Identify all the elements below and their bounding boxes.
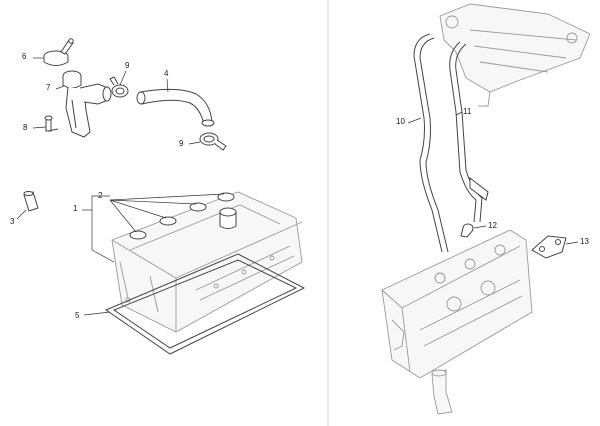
part-9-hose-clip-lower — [199, 132, 227, 151]
callout-13: 13 — [580, 237, 589, 246]
callout-10: 10 — [396, 117, 405, 126]
lower-pipe — [431, 369, 453, 415]
part-7-breather-housing — [62, 70, 112, 138]
part-4-breather-hose — [136, 88, 215, 127]
leader-lines — [16, 57, 579, 316]
intake-manifold — [439, 3, 591, 107]
part-1-cylinder-head-cover — [111, 191, 303, 333]
callout-12: 12 — [488, 221, 497, 230]
part-11-pipe — [449, 41, 489, 223]
callout-9-upper: 9 — [125, 61, 130, 70]
callout-5: 5 — [75, 311, 80, 320]
callout-4: 4 — [164, 69, 169, 78]
callout-8: 8 — [23, 123, 28, 132]
part-8-bolt — [44, 115, 59, 132]
callout-3: 3 — [10, 217, 15, 226]
callout-11: 11 — [463, 107, 472, 116]
part-6-oil-filler-cap — [43, 38, 74, 66]
part-13-bracket — [531, 235, 567, 259]
part-3-spacer — [23, 191, 39, 212]
callout-7: 7 — [46, 83, 51, 92]
callout-1: 1 — [73, 204, 78, 213]
callout-9-lower: 9 — [179, 139, 184, 148]
cylinder-head — [381, 229, 533, 379]
callout-6: 6 — [22, 52, 27, 61]
part-5-gasket — [104, 253, 306, 355]
part-10-pipe — [413, 33, 449, 253]
part-9-hose-clip-upper — [109, 76, 129, 98]
part-12-clip — [460, 223, 474, 238]
callout-2: 2 — [98, 191, 103, 200]
